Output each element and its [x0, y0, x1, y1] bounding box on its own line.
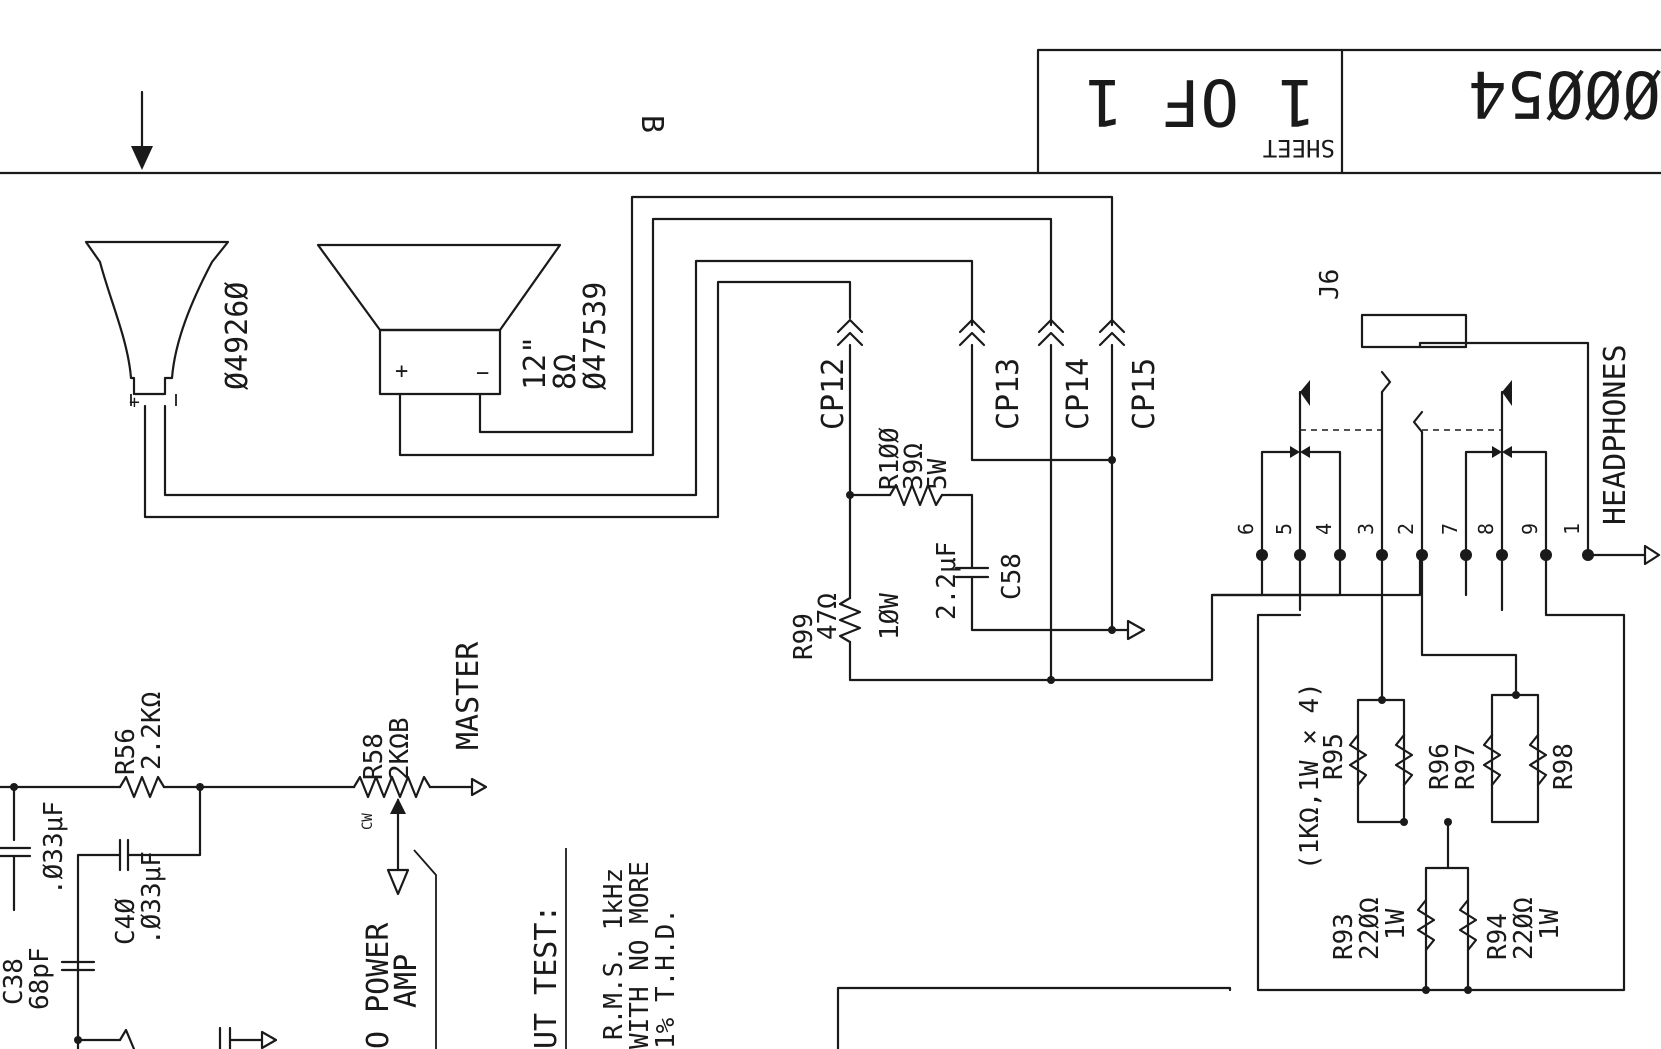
r99-power: 1ØW [875, 593, 905, 640]
r94-value: 22ØΩ [1509, 897, 1539, 960]
connector-cp13: CP13 [991, 358, 1026, 430]
c38-name: C38 [0, 958, 29, 1005]
c-left-value: .Ø33μF [39, 801, 69, 895]
r93-power: 1W [1381, 908, 1411, 940]
test-note-heading: UT TEST: [529, 905, 564, 1049]
r97-label: R97 [1451, 743, 1481, 790]
r96-label: R96 [1425, 743, 1455, 790]
r99-name: R99 [789, 613, 819, 660]
jack-pin-5: 5 [1272, 523, 1296, 535]
headphone-jack [1256, 313, 1661, 566]
jack-pin-6: 6 [1234, 523, 1258, 535]
r95-label: R95 [1319, 733, 1349, 780]
test-note-line-2: WITH NO MORE [625, 861, 655, 1049]
c38-value: 68pF [25, 947, 55, 1010]
r58-name: R58 [359, 733, 389, 780]
drawing-number: ØØØ54 [1468, 56, 1661, 130]
woofer-part-number: Ø47539 [578, 282, 613, 390]
jack-pin-9: 9 [1518, 523, 1542, 535]
master-section [0, 775, 488, 1049]
c40-name: C4Ø [111, 898, 141, 945]
c40-value: .Ø33μF [137, 851, 167, 945]
jack-label: HEADPHONES [1598, 344, 1633, 525]
title-block: B 1 OF 1 SHEET ØØØ54 [0, 48, 1661, 175]
woofer-impedance: 8Ω [548, 354, 583, 390]
r100-power: 5W [923, 458, 953, 490]
test-note-line-3: 1% T.H.D. [651, 908, 681, 1049]
zone-letter: B [634, 115, 669, 133]
woofer-plus: + [395, 359, 408, 384]
woofer-speaker: + − [316, 243, 562, 396]
jack-pin-4: 4 [1312, 523, 1336, 535]
connector-cp14: CP14 [1061, 358, 1096, 430]
r99-value: 47Ω [813, 593, 843, 640]
master-label: MASTER [451, 641, 486, 750]
sheet-label: SHEET [1263, 134, 1335, 162]
connector-cp12: CP12 [816, 358, 851, 430]
power-amp-line-2: AMP [389, 954, 424, 1008]
r100-value: 39Ω [899, 443, 929, 490]
r94-power: 1W [1535, 908, 1565, 940]
svg-text:+: + [129, 392, 140, 413]
horn-tweeter: + [84, 240, 230, 413]
r58-value: 2KΩB [385, 717, 415, 780]
connector-cp15: CP15 [1127, 358, 1162, 430]
c58-value: 2.2μF [932, 542, 962, 620]
jack-pin-8: 8 [1474, 523, 1498, 535]
jack-pin-3: 3 [1354, 523, 1378, 535]
resistor-network [836, 553, 1626, 1049]
sheet-value: 1 OF 1 [1085, 64, 1316, 138]
jack-pin-1: 1 [1560, 523, 1584, 535]
r56-value: 2.2KΩ [137, 692, 167, 770]
r100-name: R1ØØ [875, 427, 905, 490]
cw-label: CW [360, 813, 376, 830]
jack-name: J6 [1315, 269, 1345, 300]
connector-chevrons [836, 318, 1126, 347]
jack-pin-2: 2 [1394, 523, 1418, 535]
r56-name: R56 [111, 728, 141, 775]
woofer-size: 12" [518, 336, 553, 390]
test-note-line-1: R.M.S. 1kHz [599, 868, 629, 1040]
woofer-minus: − [476, 361, 489, 386]
c58-name: C58 [997, 553, 1027, 600]
power-amp-line-1: O POWER [361, 922, 396, 1049]
horn-part-number: Ø4926Ø [220, 282, 255, 390]
speaker-wiring [143, 195, 1114, 519]
resistor-network-spec: (1KΩ,1W × 4) [1295, 682, 1325, 870]
jack-pin-7: 7 [1438, 523, 1462, 535]
r98-label: R98 [1549, 743, 1579, 790]
r93-name: R93 [1329, 913, 1359, 960]
r94-name: R94 [1483, 913, 1513, 960]
r93-value: 22ØΩ [1355, 897, 1385, 960]
